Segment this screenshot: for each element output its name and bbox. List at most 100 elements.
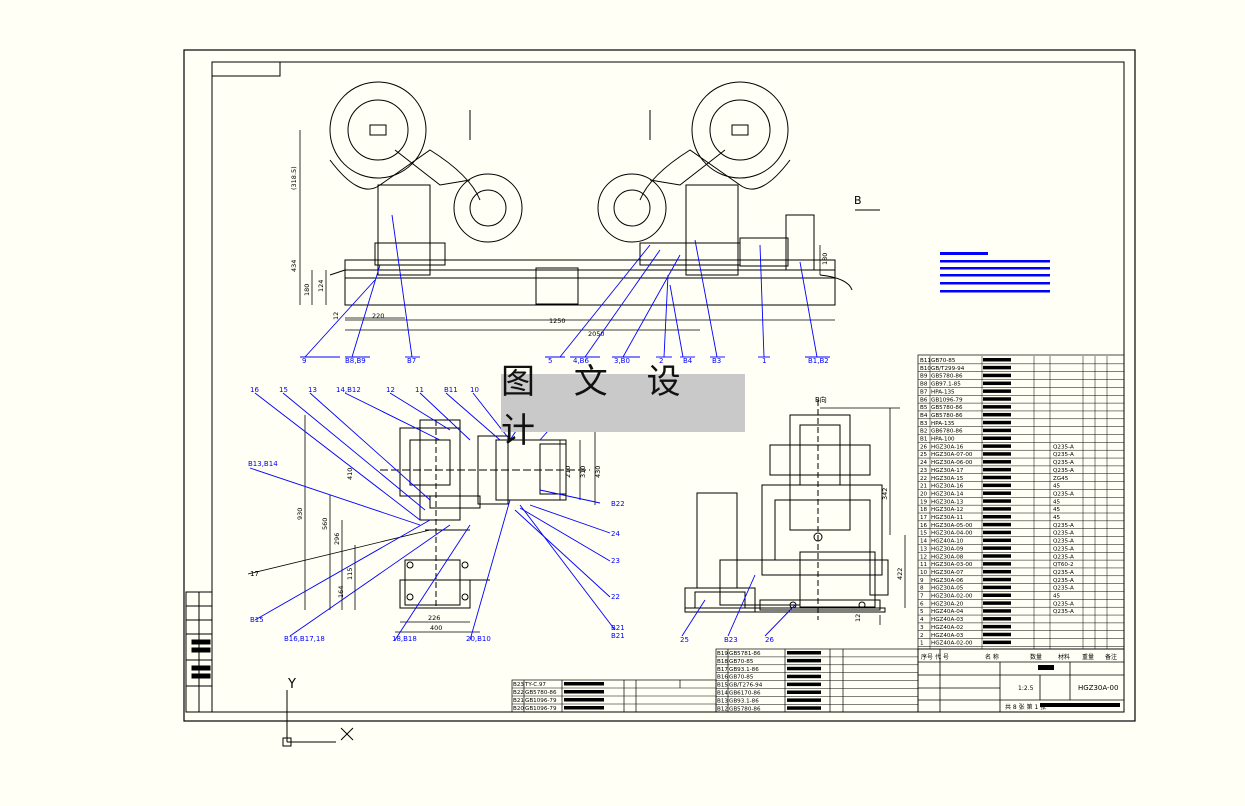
svg-text:12: 12 xyxy=(386,386,395,394)
parts-row-no: B4 xyxy=(920,413,928,419)
svg-text:9: 9 xyxy=(302,357,306,365)
parts-row-code: HGZ30A-02-00 xyxy=(931,594,973,600)
parts-row-material: Q235-A xyxy=(1053,539,1074,545)
svg-text:材料: 材料 xyxy=(1058,653,1070,661)
svg-text:B23: B23 xyxy=(724,636,738,644)
std-mid-row-code: GB5780-86 xyxy=(729,706,761,712)
parts-row-code: HGZ40A-04 xyxy=(931,609,964,615)
std-mid-row-no: B14 xyxy=(717,691,728,697)
parts-row-no: 6 xyxy=(920,601,924,607)
parts-row-no: B9 xyxy=(920,374,928,380)
svg-text:2050: 2050 xyxy=(588,330,605,338)
parts-row-code: HGZ30A-12 xyxy=(931,507,963,513)
parts-row-no: B8 xyxy=(920,382,928,388)
svg-text:434: 434 xyxy=(290,260,298,272)
parts-row-material: 45 xyxy=(1053,507,1061,513)
title-block-text: 序号 代 号 名 称 数量 材料 重量 备注 HGZ30A-00 1:2.5 共… xyxy=(921,653,1120,711)
svg-text:180: 180 xyxy=(303,284,311,296)
svg-text:22: 22 xyxy=(611,593,620,601)
watermark-banner: 图 文 设 计 xyxy=(501,362,745,451)
parts-row-code: HGZ30A-07 xyxy=(931,570,964,576)
parts-row-no: B7 xyxy=(920,389,928,395)
ucs-axis-icon xyxy=(282,690,354,747)
std-mid-row-code: GB5781-86 xyxy=(729,651,761,657)
sheet-outer-border xyxy=(183,49,1136,722)
std-left-row-code: TY-C.97 xyxy=(524,682,546,688)
parts-row-no: 14 xyxy=(920,539,928,545)
svg-text:15: 15 xyxy=(279,386,288,394)
std-mid-row-code: GB93.1-86 xyxy=(729,698,759,704)
std-mid-row-no: B19 xyxy=(717,651,728,657)
svg-text:210: 210 xyxy=(564,466,572,478)
callouts-plan: 16 15 13 14,B12 12 11 B11 10 B13,B14 17 … xyxy=(248,386,625,643)
svg-text:名 称: 名 称 xyxy=(985,653,999,661)
svg-text:410: 410 xyxy=(346,468,354,480)
parts-row-code: HGZ30A-06-00 xyxy=(931,460,973,466)
svg-text:数量: 数量 xyxy=(1030,653,1042,661)
corner-label-box xyxy=(211,61,281,77)
svg-text:220: 220 xyxy=(372,312,384,320)
svg-text:430: 430 xyxy=(594,466,602,478)
std-mid-row-no: B13 xyxy=(717,698,728,704)
svg-text:代 号: 代 号 xyxy=(935,653,949,661)
std-mid-row-code: GB/T276-94 xyxy=(729,683,763,689)
parts-row-material: 45 xyxy=(1053,594,1061,600)
parts-row-no: 5 xyxy=(920,609,924,615)
svg-text:3,B0: 3,B0 xyxy=(614,357,630,365)
parts-row-code: HPA-100 xyxy=(931,437,955,443)
std-left-row-no: B20 xyxy=(513,706,524,712)
svg-text:1: 1 xyxy=(762,357,766,365)
parts-row-material: 45 xyxy=(1053,515,1061,521)
svg-text:124: 124 xyxy=(317,280,325,292)
parts-row-code: HGZ30A-09 xyxy=(931,546,964,552)
parts-row-no: 11 xyxy=(920,562,928,568)
parts-row-code: HGZ40A-02 xyxy=(931,625,963,631)
std-mid-row-code: GB70-85 xyxy=(729,659,754,665)
svg-text:备注: 备注 xyxy=(1105,653,1117,661)
parts-row-no: 12 xyxy=(920,554,927,560)
svg-text:930: 930 xyxy=(296,508,304,520)
svg-text:13: 13 xyxy=(308,386,317,394)
parts-row-code: HGZ30A-06 xyxy=(931,578,964,584)
svg-text:HGZ30A-00: HGZ30A-00 xyxy=(1078,684,1118,692)
parts-row-code: HGZ30A-15 xyxy=(931,476,964,482)
std-mid-row-no: B16 xyxy=(717,675,728,681)
std-left-row-no: B22 xyxy=(513,690,524,696)
std-mid-row-code: GB70-85 xyxy=(729,675,754,681)
svg-text:14,B12: 14,B12 xyxy=(336,386,361,394)
technical-notes xyxy=(940,252,1050,293)
std-mid-row-no: B18 xyxy=(717,659,728,665)
svg-text:Y: Y xyxy=(287,677,296,692)
parts-row-material: QT60-2 xyxy=(1053,562,1074,568)
ucs-axis-labels: Y xyxy=(287,677,296,692)
svg-text:18,B18: 18,B18 xyxy=(392,635,417,643)
parts-row-material: Q235-A xyxy=(1053,491,1074,497)
callouts-top: 9 B8,B9 B7 5 4,B6 3,B0 2 B4 B3 1 B1,B2 xyxy=(302,357,829,365)
parts-row-no: 7 xyxy=(920,594,924,600)
parts-row-no: B1 xyxy=(920,437,928,443)
parts-row-material: Q235-A xyxy=(1053,578,1074,584)
leader-lines-side xyxy=(681,574,796,637)
parts-row-no: 26 xyxy=(920,444,928,450)
svg-text:B16,B17,18: B16,B17,18 xyxy=(284,635,325,643)
svg-text:10: 10 xyxy=(470,386,479,394)
std-left-row-code: GB1096-79 xyxy=(525,706,557,712)
std-mid-row-code: GB6170-86 xyxy=(729,691,761,697)
svg-text:重量: 重量 xyxy=(1082,653,1094,661)
parts-row-code: HGZ30A-13 xyxy=(931,499,964,505)
parts-row-code: GB5780-86 xyxy=(931,413,963,419)
svg-text:24: 24 xyxy=(611,530,620,538)
leader-lines-plan xyxy=(249,392,616,641)
title-block xyxy=(917,648,1125,713)
parts-row-code: GB5780-86 xyxy=(931,405,963,411)
svg-text:4,B6: 4,B6 xyxy=(573,357,589,365)
svg-text:B1,B2: B1,B2 xyxy=(808,357,829,365)
parts-row-code: HGZ30A-07-00 xyxy=(931,452,973,458)
dimensions-side: 342 422 12 xyxy=(854,488,904,622)
parts-row-code: HGZ30A-08 xyxy=(931,554,964,560)
svg-text:560: 560 xyxy=(321,518,329,530)
svg-text:1:2.5: 1:2.5 xyxy=(1018,685,1034,692)
svg-text:5: 5 xyxy=(548,357,552,365)
